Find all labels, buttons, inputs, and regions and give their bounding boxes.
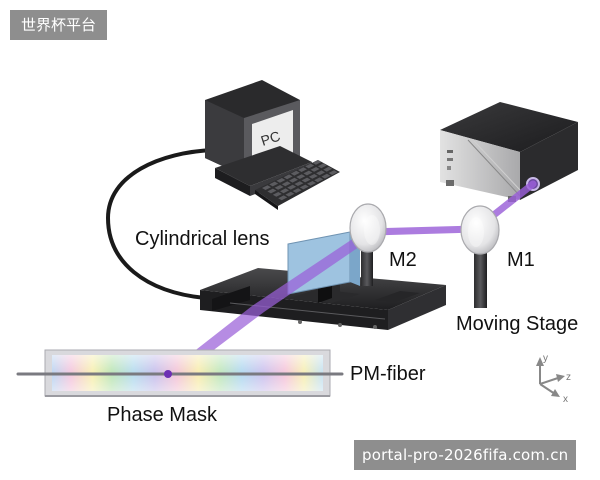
keyboard-key [298, 167, 307, 172]
keyboard [255, 160, 340, 210]
keyboard-key [278, 195, 288, 201]
axis-x-label: x [563, 394, 568, 405]
keyboard-key [323, 166, 333, 172]
keyboard-key [307, 181, 316, 186]
keyboard-key [289, 177, 298, 183]
keyboard-key [303, 170, 313, 176]
keyboard-key [314, 177, 324, 183]
label-moving-stage: Moving Stage [456, 313, 578, 335]
watermark-bottom: portal-pro-2026fifa.com.cn [354, 440, 577, 470]
keyboard-key [290, 170, 300, 176]
keyboard-key [267, 188, 277, 194]
label-phase-mask: Phase Mask [107, 404, 218, 426]
label-cylindrical-lens: Cylindrical lens [135, 228, 270, 250]
keyboard-key [328, 170, 338, 175]
watermark-top: 世界杯平台 [10, 10, 108, 40]
keyboard-key [274, 185, 284, 190]
keyboard-key [276, 178, 286, 183]
keyboard-key [294, 181, 304, 186]
keyboard-key [310, 167, 320, 172]
keyboard-key [283, 174, 293, 180]
pc-label: PC [259, 128, 282, 149]
keyboard-key [321, 173, 331, 179]
label-m1: M1 [507, 249, 535, 271]
keyboard-key [296, 174, 306, 179]
keyboard-key [299, 184, 309, 190]
keyboard-key [317, 163, 327, 169]
label-m2: M2 [389, 249, 417, 271]
keyboard-key [312, 160, 322, 165]
label-pm-fiber: PM-fiber [350, 363, 426, 385]
beam-spot [164, 370, 172, 378]
keyboard-key [272, 192, 282, 197]
keyboard-key [280, 188, 289, 194]
keyboard-key [269, 181, 279, 187]
keyboard-key [301, 177, 311, 183]
keyboard-key [316, 170, 325, 176]
keyboard-key [262, 185, 271, 190]
keyboard-key [281, 181, 291, 187]
keyboard-key [305, 163, 315, 169]
mirror-m1 [460, 205, 500, 308]
mirror-m2 [349, 203, 387, 286]
laser-source [440, 102, 578, 202]
keyboard-key [292, 188, 302, 193]
axis-z-label: z [566, 372, 571, 383]
axis-y-label: y [543, 353, 548, 364]
axes-indicator: y z x [536, 353, 571, 405]
keyboard-key [287, 184, 297, 190]
pc-cable [105, 148, 216, 300]
keyboard-key [308, 174, 318, 179]
keyboard-key [285, 191, 295, 197]
